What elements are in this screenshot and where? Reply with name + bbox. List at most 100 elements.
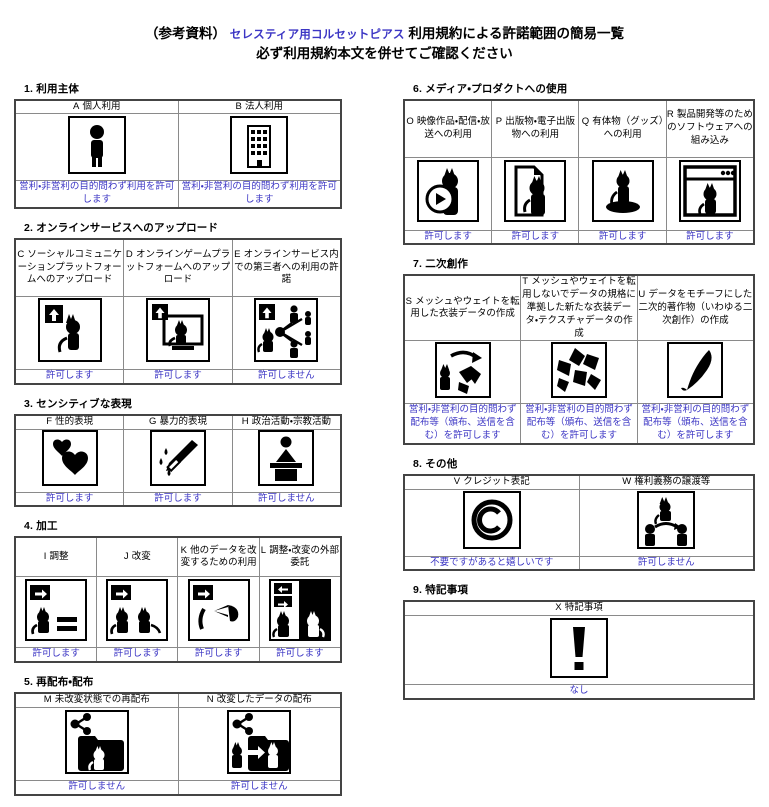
permission-t: 営利・非営利の目的問わず配布等（頒布、送信を含む）を許可します bbox=[520, 403, 638, 445]
permission-c: 許可します bbox=[14, 368, 125, 385]
cell-icon-e bbox=[231, 295, 342, 370]
section-6-title: 6. メディア・プロダクトへの使用 bbox=[413, 81, 755, 96]
item-label: 有体物（グッズ）への利用 bbox=[592, 115, 664, 140]
section-3-title: 3. センシティブな表現 bbox=[24, 396, 342, 411]
section-6-table: O 映像作品・配信・放送への利用 P 出版物・電子出版物への利用 Q 有体物（グ… bbox=[403, 98, 755, 246]
permission-h: 許可しません bbox=[231, 491, 342, 507]
permission-p: 許可します bbox=[491, 229, 580, 245]
section-4-table: I 調整 J 改変 K 他のデータを改変するための利用 L bbox=[14, 536, 342, 664]
cell-header-s: S メッシュやウェイトを転用した衣装データの作成 bbox=[403, 274, 522, 342]
cell-header-h: H 政治活動・宗教活動 bbox=[231, 414, 342, 430]
cell-icon-q bbox=[578, 156, 667, 231]
section-7-label: 二次創作 bbox=[425, 258, 469, 271]
section-4-label: 加工 bbox=[36, 520, 58, 533]
copyright-icon bbox=[462, 491, 521, 550]
section-4: 4. 加工 I 調整 J 改変 K bbox=[14, 518, 342, 664]
cell-header-x: X 特記事項 bbox=[403, 600, 755, 617]
cell-header-f: F 性的表現 bbox=[14, 414, 125, 430]
cell-icon-d bbox=[123, 295, 233, 370]
section-9: 9. 特記事項 X 特記事項 bbox=[403, 582, 755, 701]
cell-icon-n bbox=[177, 707, 342, 781]
item-letter: W bbox=[622, 475, 632, 487]
icon-row bbox=[403, 615, 755, 686]
header-row: M 未改変状態での再配布 N 改変したデータの配布 bbox=[14, 692, 342, 709]
item-label: メッシュやウェイトを転用した衣装データの作成 bbox=[410, 295, 520, 320]
cell-header-t: T メッシュやウェイトを転用しないでデータの規格に準拠した新たな衣装データ・テク… bbox=[520, 274, 638, 342]
item-label: 調整・改変の外部委託 bbox=[269, 544, 339, 569]
section-8-number: 8. bbox=[413, 457, 423, 470]
permission-m: 許可しません bbox=[14, 779, 179, 796]
section-9-label: 特記事項 bbox=[425, 584, 469, 597]
cell-header-e: E オンラインサービス内での第三者への利用の許諾 bbox=[231, 238, 342, 297]
title-prefix: （参考資料） bbox=[145, 26, 227, 41]
item-label: オンラインサービス内での第三者への利用の許諾 bbox=[234, 248, 339, 286]
cell-icon-j bbox=[96, 576, 179, 649]
item-letter: D bbox=[125, 248, 134, 260]
cell-icon-v bbox=[403, 488, 580, 557]
section-1-table: A 個人利用 B 法人利用 bbox=[14, 98, 342, 209]
section-6-number: 6. bbox=[413, 82, 423, 95]
item-label: クレジット表記 bbox=[463, 475, 530, 487]
figurine-cat-icon bbox=[591, 160, 654, 222]
cell-icon-p bbox=[491, 156, 580, 231]
header-row: I 調整 J 改変 K 他のデータを改変するための利用 L bbox=[14, 536, 342, 578]
section-5-table: M 未改変状態での再配布 N 改変したデータの配布 bbox=[14, 692, 342, 796]
cell-icon-w bbox=[578, 488, 755, 557]
header-row: X 特記事項 bbox=[403, 600, 755, 617]
permission-o: 許可します bbox=[403, 229, 493, 245]
cell-icon-a bbox=[14, 113, 179, 182]
footer-row: 営利・非営利の目的問わず利用を許可します 営利・非営利の目的問わず利用を許可しま… bbox=[14, 180, 342, 209]
item-letter: L bbox=[260, 544, 267, 556]
cell-header-o: O 映像作品・配信・放送への利用 bbox=[403, 99, 493, 158]
header-row: O 映像作品・配信・放送への利用 P 出版物・電子出版物への利用 Q 有体物（グ… bbox=[403, 99, 755, 158]
cell-header-j: J 改変 bbox=[96, 536, 179, 578]
item-letter: J bbox=[123, 550, 130, 562]
cell-header-c: C ソーシャルコミュニケーションプラットフォームへのアップロード bbox=[14, 238, 125, 297]
section-6-label: メディア・プロダクトへの使用 bbox=[425, 82, 568, 95]
cell-icon-c bbox=[14, 295, 125, 370]
section-7: 7. 二次創作 S メッシュやウェイトを転用した衣装データの作成 T メッシュや… bbox=[403, 256, 755, 445]
item-letter: G bbox=[148, 415, 157, 427]
icon-row bbox=[14, 428, 342, 493]
mesh-pieces-icon bbox=[551, 341, 608, 398]
permission-w: 許可しません bbox=[578, 555, 755, 571]
section-1-label: 利用主体 bbox=[36, 82, 80, 95]
share-people-cat-icon bbox=[254, 298, 319, 363]
permission-j: 許可します bbox=[96, 647, 179, 663]
header-row: C ソーシャルコミュニケーションプラットフォームへのアップロード D オンライン… bbox=[14, 238, 342, 297]
cell-header-g: G 暴力的表現 bbox=[123, 414, 233, 430]
cell-icon-g bbox=[123, 428, 233, 493]
cell-header-n: N 改変したデータの配布 bbox=[177, 692, 342, 709]
cell-header-l: L 調整・改変の外部委託 bbox=[258, 536, 342, 578]
permission-k: 許可します bbox=[177, 647, 260, 663]
cell-icon-f bbox=[14, 428, 125, 493]
icon-row bbox=[403, 156, 755, 231]
item-letter: K bbox=[180, 544, 188, 556]
section-2-number: 2. bbox=[24, 221, 34, 234]
cell-icon-u bbox=[636, 340, 755, 405]
title-suffix: 利用規約による許諾範囲の簡易一覧 bbox=[408, 26, 624, 41]
section-5-title: 5. 再配布・配布 bbox=[24, 674, 342, 689]
permission-l: 許可します bbox=[258, 647, 342, 663]
cell-icon-o bbox=[403, 156, 493, 231]
footer-row: 許可します 許可します 許可します 許可します bbox=[14, 647, 342, 663]
section-8: 8. その他 V クレジット表記 W 権利義務の譲渡等 bbox=[403, 456, 755, 572]
section-3-number: 3. bbox=[24, 397, 34, 410]
cell-icon-b bbox=[177, 113, 342, 182]
section-4-number: 4. bbox=[24, 520, 34, 533]
software-window-cat-icon bbox=[678, 160, 741, 222]
video-play-cat-icon bbox=[417, 160, 480, 222]
item-letter: F bbox=[46, 415, 53, 427]
content-columns: 1. 利用主体 A 個人利用 B 法人利用 bbox=[14, 81, 755, 807]
permission-x: なし bbox=[403, 684, 755, 700]
cell-header-i: I 調整 bbox=[14, 536, 98, 578]
item-label: データをモチーフにした二次的著作物（いわゆる二次創作）の作成 bbox=[638, 289, 753, 326]
reference-sheet: （参考資料） セレスティア用コルセットピアス 利用規約による許諾範囲の簡易一覧 … bbox=[14, 26, 755, 796]
item-letter: B bbox=[235, 100, 243, 112]
cell-header-a: A 個人利用 bbox=[14, 98, 179, 115]
footer-row: 許可しません 許可しません bbox=[14, 779, 342, 796]
item-letter: H bbox=[241, 415, 250, 427]
item-letter: X bbox=[555, 602, 563, 614]
permission-d: 許可します bbox=[123, 368, 233, 385]
title-line-2: 必ず利用規約本文を併せてご確認ください bbox=[256, 46, 513, 62]
